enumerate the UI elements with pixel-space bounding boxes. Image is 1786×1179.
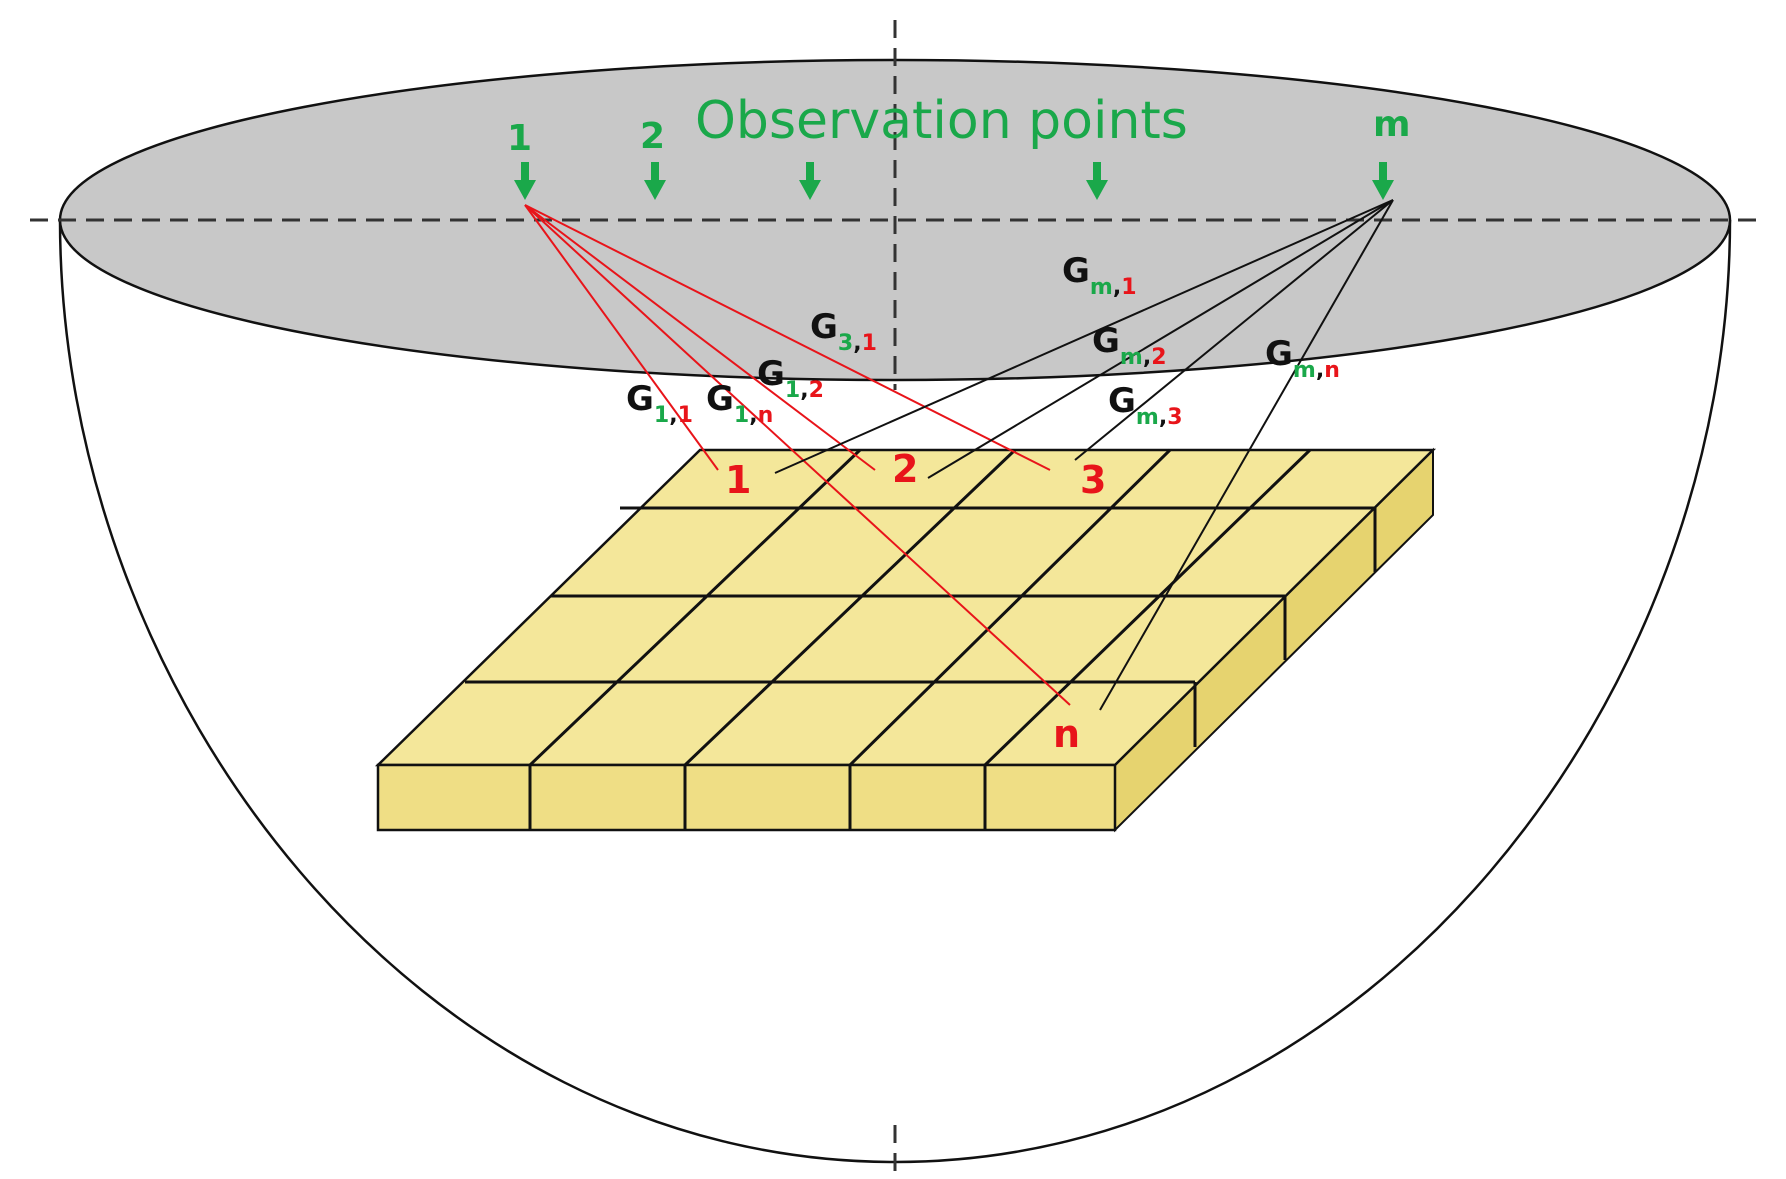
down-arrow-icon [1086, 162, 1108, 200]
prism-front-dividers [528, 765, 987, 830]
kernel-label-g-m-1: Gm,1 [1062, 251, 1137, 300]
rays-from-point-m [774, 199, 1394, 711]
down-arrow-icon [1372, 162, 1394, 200]
ray-m-to-cell-n [1099, 199, 1394, 711]
cell-label: 3 [1080, 458, 1106, 502]
rays-from-point-1 [524, 204, 1071, 706]
down-arrow-icon [514, 162, 536, 200]
obs-point-label: m [1373, 104, 1411, 145]
down-arrow-icon [644, 162, 666, 200]
ray-m-to-cell-1 [774, 199, 1394, 474]
ray-1-to-cell-3 [524, 204, 1051, 471]
prism-side-dividers [1193, 508, 1377, 747]
ray-m-to-cell-2 [927, 199, 1394, 479]
cell-label: 2 [892, 447, 918, 491]
prism-grid [465, 448, 1375, 767]
ray-m-to-cell-3 [1074, 199, 1394, 461]
cell-labels: 1 2 3 n [725, 447, 1106, 756]
prism-front-face [376, 763, 1117, 832]
observation-point-labels: 1 2 m [507, 104, 1411, 159]
obs-point-label: 2 [640, 116, 665, 157]
kernel-labels: G1,1 G1,n G1,2 G3,1 Gm,1 Gm,2 Gm,3 Gm,n [626, 251, 1340, 430]
cell-label: 1 [725, 458, 751, 502]
ray-1-to-cell-n [524, 204, 1071, 706]
observation-arrows [514, 162, 1394, 200]
kernel-label-g-1-1: G1,1 [626, 379, 693, 428]
obs-point-label: 1 [507, 118, 532, 159]
kernel-label-g-1-2: G1,2 [757, 354, 824, 403]
kernel-label-g-m-n: Gm,n [1265, 334, 1340, 383]
cell-label: n [1053, 712, 1080, 756]
title-observation-points: Observation points [695, 91, 1188, 151]
ray-1-to-cell-2 [524, 204, 876, 471]
down-arrow-icon [799, 162, 821, 200]
kernel-label-g-m-2: Gm,2 [1092, 321, 1167, 370]
kernel-label-g-3-1: G3,1 [810, 307, 877, 356]
kernel-label-g-m-3: Gm,3 [1108, 381, 1183, 430]
ray-1-to-cell-1 [524, 204, 719, 471]
kernel-label-g-1-n: G1,n [706, 379, 773, 428]
